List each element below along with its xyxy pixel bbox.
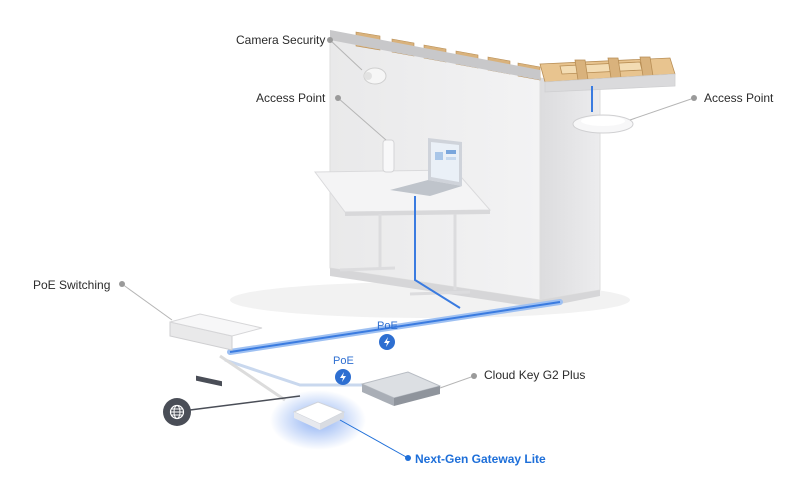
ceiling-frame	[539, 56, 676, 93]
leader-dots	[119, 37, 697, 461]
poe-tag-lower: PoE	[333, 355, 354, 367]
leader-lines	[121, 39, 695, 459]
label-access-point-desk: Access Point	[256, 91, 326, 105]
label-gateway: Next-Gen Gateway Lite	[415, 452, 546, 466]
security-camera	[363, 67, 387, 85]
switch-to-cloudkey-cable	[224, 358, 380, 387]
switch-to-gateway-cable	[219, 354, 286, 402]
ceiling-access-point-top	[581, 116, 625, 126]
label-poe-switching: PoE Switching	[33, 278, 111, 292]
lightning-bolt-icon	[379, 334, 395, 350]
cloud-key-device	[360, 371, 442, 406]
poe-trunk-core	[229, 301, 561, 353]
wall-top-plate	[330, 30, 540, 80]
desk-access-point	[382, 139, 395, 173]
label-access-point-ceiling: Access Point	[704, 91, 774, 105]
wall-cable	[414, 196, 461, 309]
laptop	[390, 138, 462, 196]
label-camera-security: Camera Security	[236, 33, 326, 47]
gateway-device	[292, 401, 346, 430]
desk-legs	[339, 214, 471, 296]
poe-switch	[169, 313, 263, 387]
globe-icon	[163, 398, 191, 426]
lightning-bolt-icon	[335, 369, 351, 385]
label-cloud-key: Cloud Key G2 Plus	[484, 368, 586, 382]
poe-tag-upper: PoE	[377, 320, 398, 332]
internet-cable	[189, 395, 301, 411]
